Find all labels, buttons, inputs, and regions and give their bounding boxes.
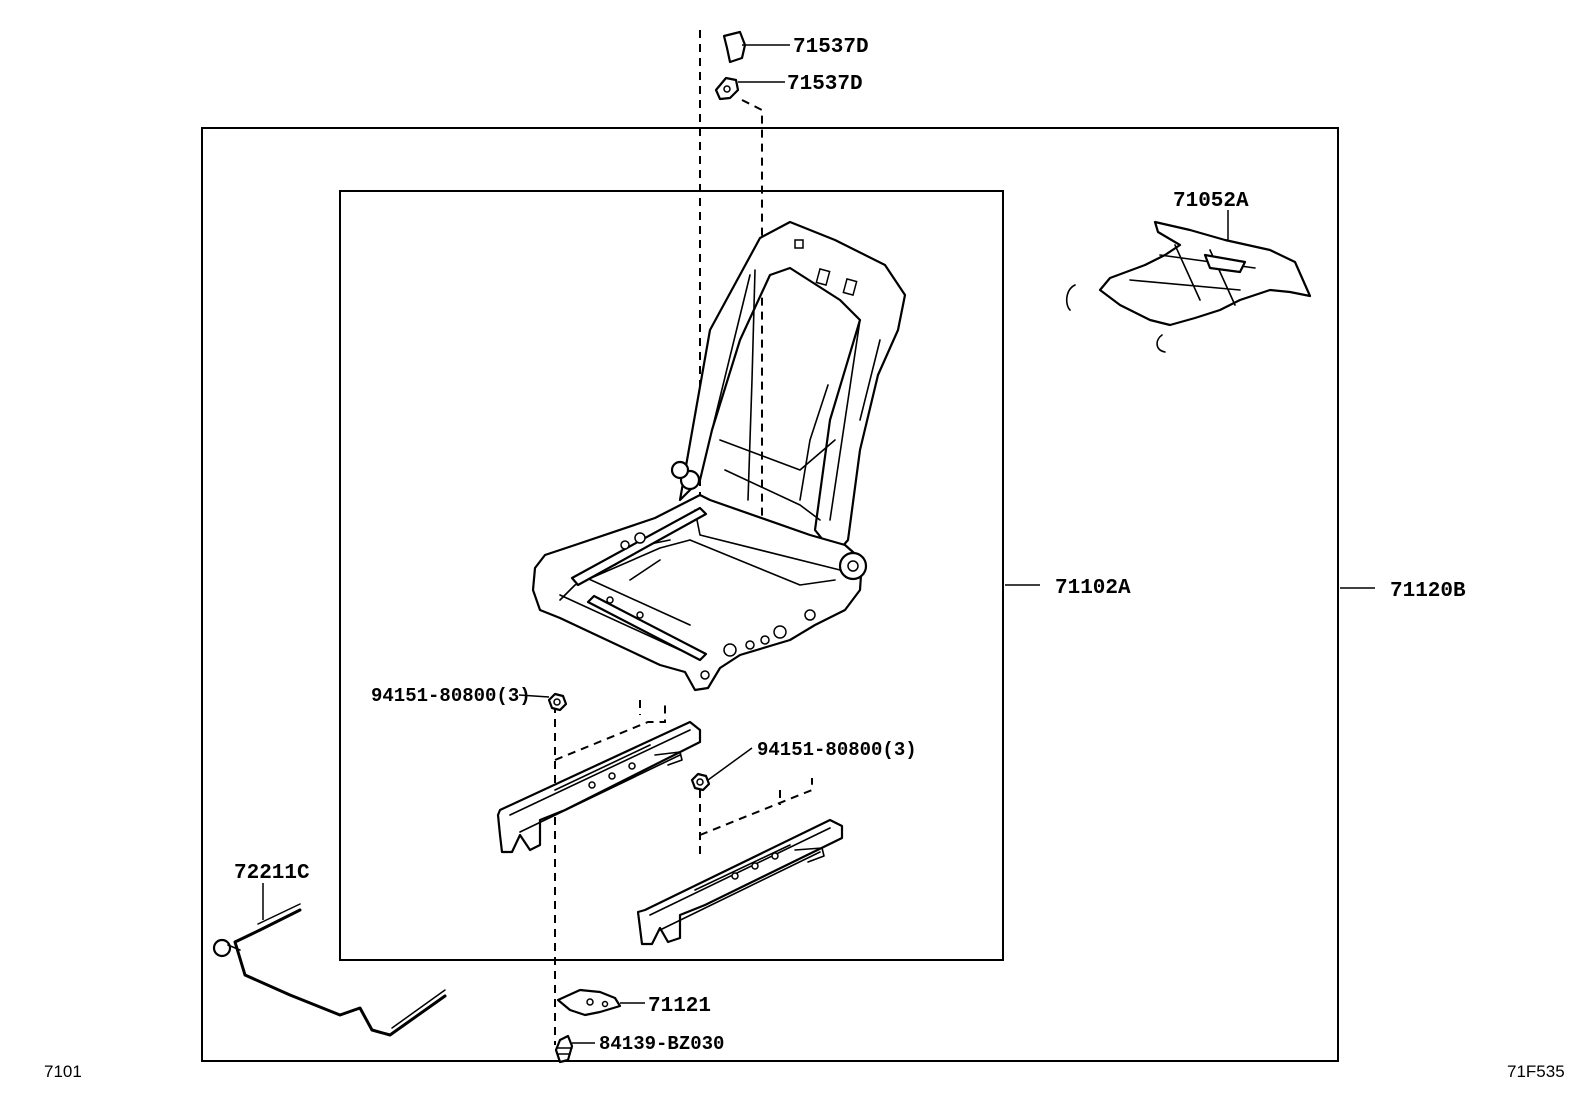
callout-84139: 84139-BZ030 <box>599 1033 724 1055</box>
callout-71121: 71121 <box>648 995 711 1018</box>
nut-right <box>690 772 711 792</box>
corner-code-right: 71F535 <box>1507 1062 1565 1081</box>
callout-71120b: 71120B <box>1390 580 1466 603</box>
assembly-guide-lines <box>554 30 813 1045</box>
assembly-box-71102a <box>339 190 1004 961</box>
seat-spring-panel <box>1065 220 1312 353</box>
callout-71102a: 71102A <box>1055 577 1131 600</box>
callout-71537d-top: 71537D <box>793 36 869 59</box>
cap-71537d-top <box>722 30 747 64</box>
cap-71537d-bottom <box>714 76 740 101</box>
corner-code-left: 7101 <box>44 1062 82 1081</box>
callout-72211c: 72211C <box>234 862 310 885</box>
seat-frame <box>531 220 907 692</box>
callout-94151-right: 94151-80800(3) <box>757 739 917 761</box>
callout-71537d-bottom: 71537D <box>787 73 863 96</box>
callout-94151-left: 94151-80800(3) <box>371 685 531 707</box>
callout-71052a: 71052A <box>1173 190 1249 213</box>
leader-lines <box>262 44 1375 1044</box>
screw-84139 <box>554 1034 574 1064</box>
wire-rod-72211c <box>212 903 447 1037</box>
assembly-box-71120b <box>201 127 1339 1062</box>
seat-track-right <box>636 818 844 946</box>
bracket-71121 <box>556 988 622 1017</box>
seat-track-left <box>496 720 702 854</box>
nut-left <box>547 692 568 712</box>
